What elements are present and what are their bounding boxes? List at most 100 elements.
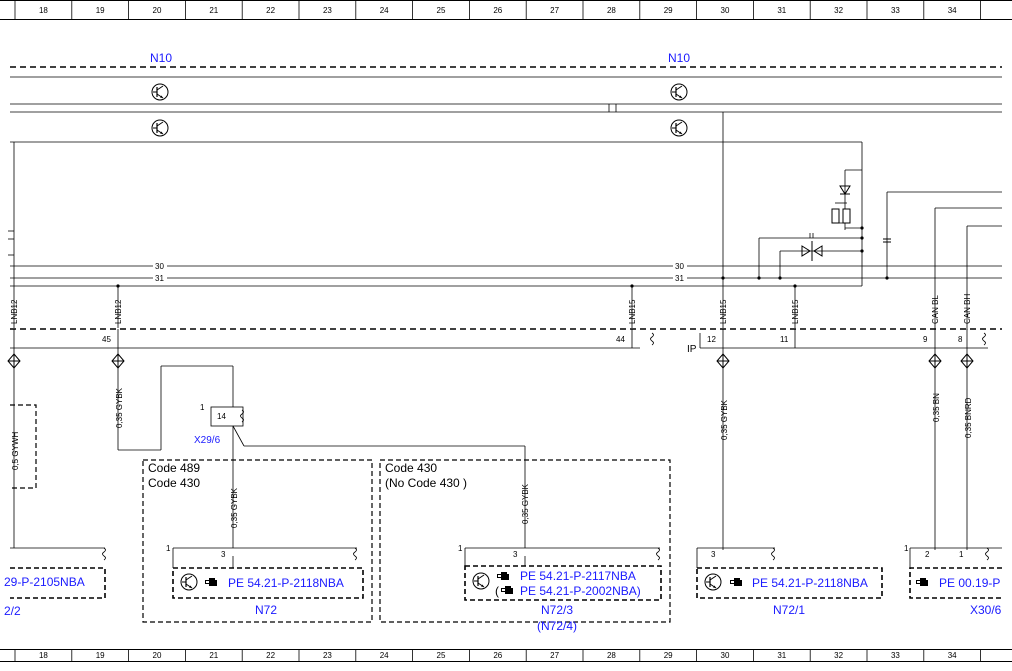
ruler-column-number: 34	[948, 651, 957, 660]
ruler-column-number: 24	[380, 651, 389, 660]
svg-text:1: 1	[166, 544, 171, 553]
svg-text:3: 3	[711, 550, 716, 559]
signal-label: LNB12	[114, 299, 123, 324]
diode-icon	[839, 185, 851, 195]
top-ruler	[0, 0, 1012, 20]
reference-link[interactable]: PE 00.19-P	[939, 576, 1000, 590]
pointing-hand-icon	[497, 572, 509, 580]
signal-label: LNB15	[628, 299, 637, 324]
capacitor-icon	[883, 238, 891, 243]
transistor-icon	[670, 119, 688, 137]
ruler-column-number: 28	[607, 6, 616, 15]
reference-link[interactable]: PE 54.21-P-2118NBA	[228, 576, 344, 590]
ruler-column-number: 31	[777, 6, 786, 15]
reference-link[interactable]: 29-P-2105NBA	[4, 575, 85, 589]
component-n72: 1 3 PE 54.21-P-2118NBA N72	[166, 544, 364, 617]
signal-label: LNB15	[791, 299, 800, 324]
ruler-column-number: 30	[721, 6, 730, 15]
code-label: Code 489	[148, 461, 200, 475]
connector-name: X29/6	[194, 435, 221, 446]
plug-icon	[111, 353, 125, 369]
transistor-icon	[151, 119, 169, 137]
plug-icon	[928, 353, 942, 369]
component-x30-6: 1 2 1 PE 00.19-P X30/6	[904, 544, 1002, 617]
component-name: N72/1	[773, 603, 805, 617]
transistor-icon	[704, 573, 722, 591]
code-label: (No Code 430 )	[385, 476, 467, 490]
ruler-column-number: 22	[266, 651, 275, 660]
ruler-column-number: 24	[380, 6, 389, 15]
resistor-icon	[842, 208, 851, 224]
line-30-label: 30	[675, 262, 684, 271]
ruler-column-number: 22	[266, 6, 275, 15]
transistor-icon	[472, 572, 490, 590]
ruler-column-number: 32	[834, 6, 843, 15]
wire-label: 0,35 GYBK	[521, 483, 530, 524]
svg-text:1: 1	[458, 544, 463, 553]
svg-text:3: 3	[221, 550, 226, 559]
component-name: X30/6	[970, 603, 1002, 617]
pin-number: 12	[707, 335, 716, 344]
reference-link[interactable]: PE 54.21-P-2117NBA	[520, 569, 636, 583]
svg-text:14: 14	[217, 412, 226, 421]
ruler-column-number: 19	[96, 651, 105, 660]
ruler-column-number: 18	[39, 6, 48, 15]
pin-number: 45	[102, 335, 111, 344]
resistor-icon	[831, 208, 840, 224]
ruler-column-number: 34	[948, 6, 957, 15]
component-name: N72	[255, 603, 277, 617]
ruler-column-number: 20	[153, 651, 162, 660]
pin-number: 9	[923, 335, 928, 344]
component-name-alt: (N72/4)	[537, 619, 577, 633]
wire-label: 0,35 BN	[932, 393, 941, 422]
signal-label: CAN BL	[931, 295, 940, 324]
reference-link[interactable]: PE 54.21-P-2002NBA)	[520, 584, 641, 598]
ground-wave-icon	[982, 332, 986, 346]
transistor-icon	[180, 573, 198, 591]
pin-number: 11	[780, 335, 789, 344]
pointing-hand-icon	[205, 578, 217, 586]
ruler-column-number: 28	[607, 651, 616, 660]
plug-icon	[960, 353, 974, 369]
diode-icon	[801, 241, 823, 261]
ruler-column-number: 33	[891, 651, 900, 660]
ruler-column-number: 33	[891, 6, 900, 15]
connector-label-ip: IP	[687, 344, 697, 355]
wire-label: 0,5 GYWH	[11, 432, 20, 470]
line-31-label: 31	[675, 274, 684, 283]
component-n72-1: 3 PE 54.21-P-2118NBA N72/1	[696, 547, 883, 617]
code-group-box	[142, 459, 373, 623]
pin-number: 44	[616, 335, 625, 344]
svg-text:1: 1	[959, 550, 964, 559]
ruler-column-number: 26	[493, 6, 502, 15]
ground-wave-icon	[650, 332, 654, 346]
ruler-column-number: 18	[39, 651, 48, 660]
ruler-column-number: 21	[209, 651, 218, 660]
pin-number: 8	[958, 335, 963, 344]
paren-open: (	[495, 584, 499, 598]
ruler-column-number: 32	[834, 651, 843, 660]
ruler-column-number: 27	[550, 6, 559, 15]
svg-text:3: 3	[513, 550, 518, 559]
component-left: 29-P-2105NBA 2/2	[4, 547, 106, 618]
ruler-column-number: 21	[209, 6, 218, 15]
reference-link[interactable]: PE 54.21-P-2118NBA	[752, 576, 868, 590]
ruler-column-number: 23	[323, 6, 332, 15]
connector-x29-6: 14 1 X29/6	[194, 403, 244, 446]
svg-text:2: 2	[925, 550, 930, 559]
ruler-column-number: 29	[664, 6, 673, 15]
pointing-hand-icon	[916, 578, 928, 586]
module-label-n10-right: N10	[668, 51, 690, 65]
plug-icon	[7, 353, 21, 369]
signal-label: LNB15	[719, 299, 728, 324]
ruler-column-number: 25	[437, 6, 446, 15]
svg-text:1: 1	[904, 544, 909, 553]
ruler-column-number: 29	[664, 651, 673, 660]
ruler-column-number: 23	[323, 651, 332, 660]
ruler-column-number: 30	[721, 651, 730, 660]
code-label: Code 430	[148, 476, 200, 490]
wire-label: 0,35 GYBK	[230, 487, 239, 528]
ruler-column-number: 20	[153, 6, 162, 15]
wire-label: 0,35 GYBK	[720, 399, 729, 440]
